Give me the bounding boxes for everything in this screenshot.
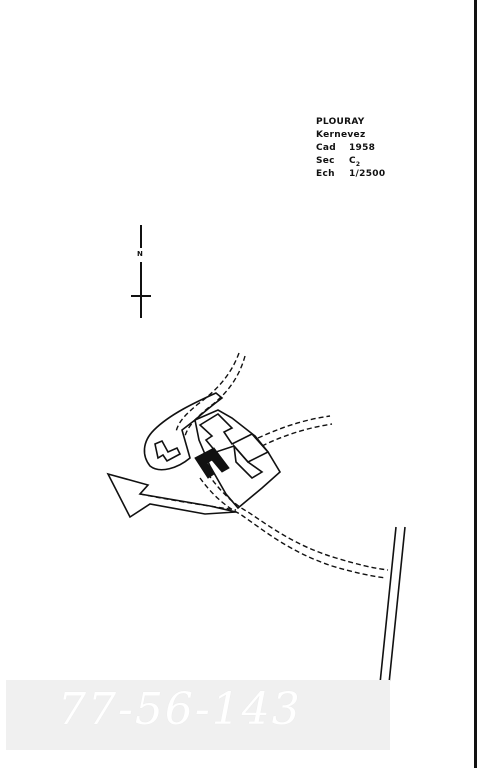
cadastre-label: Cad xyxy=(316,143,337,153)
north-arrow-icon xyxy=(131,225,151,318)
section-row: Sec C2 xyxy=(316,155,385,168)
sheet-edge xyxy=(474,0,477,768)
path-south-b xyxy=(207,473,389,571)
section-letter: C xyxy=(349,156,356,166)
archive-reference: 77-56-143 xyxy=(58,684,302,735)
scale-label: Ech xyxy=(316,169,335,179)
north-label: N xyxy=(137,250,143,258)
buildings xyxy=(154,412,270,480)
path-west-a xyxy=(139,493,237,511)
building-main-house xyxy=(198,412,270,463)
road-edge-east xyxy=(386,526,406,704)
building-annex xyxy=(232,443,264,480)
path-east-a xyxy=(257,415,331,439)
path-east-b xyxy=(261,423,333,447)
west-parcel-shape xyxy=(106,472,237,519)
archive-stamp-band xyxy=(6,680,390,750)
cadastre-year: 1958 xyxy=(349,143,376,153)
commune-row: PLOURAY xyxy=(316,116,385,129)
section-label: Sec xyxy=(316,156,335,166)
parcel-west-lobe xyxy=(143,392,224,471)
cadastre-row: Cad 1958 xyxy=(316,142,385,155)
scale-value: 1/2500 xyxy=(349,169,386,179)
path-north-b xyxy=(184,355,246,437)
road xyxy=(377,526,406,704)
road-edge-west xyxy=(377,526,397,704)
building-small-west xyxy=(154,439,182,463)
west-parcel xyxy=(106,472,237,519)
lieu-dit-name: Kernevez xyxy=(316,130,366,140)
building-hatched-shape xyxy=(194,447,230,479)
section-value: C2 xyxy=(349,155,360,168)
path-north-a xyxy=(175,352,240,433)
path-south-a xyxy=(199,477,387,579)
cartouche: PLOURAY Kernevez Cad 1958 Sec C2 Ech 1/2… xyxy=(316,116,385,181)
dashed-paths xyxy=(139,352,389,579)
section-subscript: 2 xyxy=(355,161,361,168)
commune-name: PLOURAY xyxy=(316,117,365,127)
lieu-dit-row: Kernevez xyxy=(316,129,385,142)
scale-row: Ech 1/2500 xyxy=(316,168,385,181)
building-hatched xyxy=(194,447,230,479)
